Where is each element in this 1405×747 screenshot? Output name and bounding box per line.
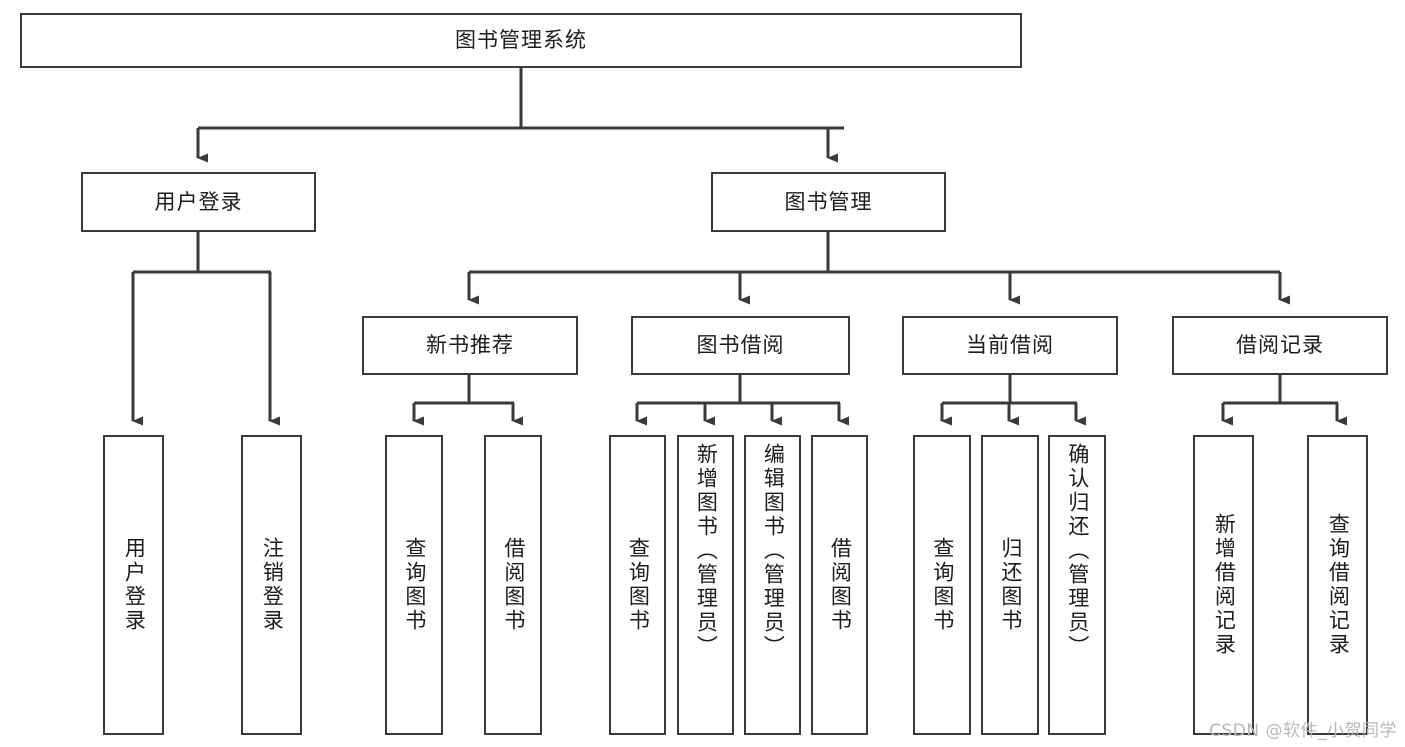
node-leaf-return-book-label: 归还图书 — [998, 537, 1023, 633]
node-leaf-query-record-label: 查询借阅记录 — [1326, 513, 1351, 657]
node-borrow-record-label: 借阅记录 — [1236, 333, 1324, 358]
node-leaf-query-record[interactable]: 查询借阅记录 — [1307, 435, 1368, 735]
csdn-watermark: CSDN @软件_小贺同学 — [1209, 721, 1397, 741]
node-leaf-confirm-return-label: 确认归还（管理员） — [1065, 443, 1090, 659]
node-leaf-query-book-3[interactable]: 查询图书 — [913, 435, 971, 735]
node-leaf-query-book-1[interactable]: 查询图书 — [385, 435, 443, 735]
node-leaf-borrow-book-2[interactable]: 借阅图书 — [811, 435, 868, 735]
node-book-management-label: 图书管理 — [784, 189, 873, 214]
node-leaf-query-book-2[interactable]: 查询图书 — [609, 435, 666, 735]
node-leaf-borrow-book-1-label: 借阅图书 — [501, 537, 526, 633]
node-current-borrow[interactable]: 当前借阅 — [902, 316, 1118, 375]
node-new-book-recommend-label: 新书推荐 — [426, 333, 514, 358]
node-user-login[interactable]: 用户登录 — [81, 172, 316, 232]
node-leaf-add-book-label: 新增图书（管理员） — [694, 443, 719, 659]
node-book-borrow-label: 图书借阅 — [696, 333, 785, 358]
node-leaf-add-book[interactable]: 新增图书（管理员） — [677, 435, 734, 735]
node-leaf-return-book[interactable]: 归还图书 — [981, 435, 1039, 735]
node-root-book-management-system[interactable]: 图书管理系统 — [20, 13, 1022, 68]
node-new-book-recommend[interactable]: 新书推荐 — [362, 316, 578, 375]
node-book-management[interactable]: 图书管理 — [711, 172, 946, 232]
node-borrow-record[interactable]: 借阅记录 — [1172, 316, 1388, 375]
node-leaf-query-book-3-label: 查询图书 — [930, 537, 955, 633]
node-leaf-logout-login[interactable]: 注销登录 — [241, 435, 302, 735]
node-user-login-label: 用户登录 — [154, 189, 243, 214]
node-leaf-query-book-2-label: 查询图书 — [626, 537, 651, 633]
node-leaf-user-login[interactable]: 用户登录 — [103, 435, 164, 735]
node-leaf-add-record[interactable]: 新增借阅记录 — [1193, 435, 1254, 735]
node-leaf-query-book-1-label: 查询图书 — [402, 537, 427, 633]
node-leaf-add-record-label: 新增借阅记录 — [1212, 513, 1237, 657]
node-current-borrow-label: 当前借阅 — [966, 333, 1054, 358]
node-book-borrow[interactable]: 图书借阅 — [631, 316, 850, 375]
node-leaf-confirm-return[interactable]: 确认归还（管理员） — [1048, 435, 1106, 735]
node-leaf-logout-login-label: 注销登录 — [260, 537, 285, 633]
node-leaf-edit-book[interactable]: 编辑图书（管理员） — [744, 435, 801, 735]
node-leaf-borrow-book-2-label: 借阅图书 — [828, 537, 853, 633]
node-leaf-user-login-label: 用户登录 — [122, 537, 147, 633]
node-leaf-edit-book-label: 编辑图书（管理员） — [761, 443, 786, 659]
node-root-label: 图书管理系统 — [455, 28, 587, 53]
node-leaf-borrow-book-1[interactable]: 借阅图书 — [484, 435, 542, 735]
